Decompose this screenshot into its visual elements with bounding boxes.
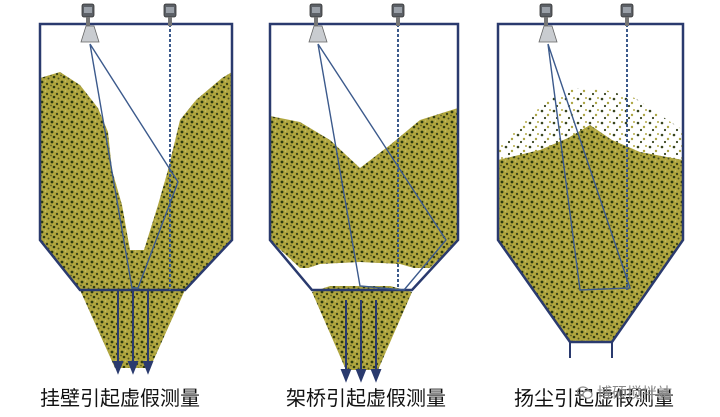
silo-bridging bbox=[268, 3, 460, 383]
guided-radar-sensor-icon bbox=[391, 3, 405, 27]
watermark-text: 博硕搅拌站 bbox=[597, 384, 673, 402]
watermark: 博硕搅拌站 bbox=[577, 382, 672, 403]
caption-bridging: 架桥引起虚假测量 bbox=[286, 386, 446, 410]
material-fill bbox=[498, 125, 683, 342]
radar-level-sensor-icon bbox=[81, 3, 95, 27]
silo-outline bbox=[38, 22, 234, 292]
wechat-icon bbox=[577, 386, 593, 399]
material-fill bbox=[40, 72, 232, 368]
radar-beam bbox=[547, 43, 631, 291]
horn-antenna-icon bbox=[538, 25, 558, 43]
outlet-pipes bbox=[340, 300, 382, 383]
outlet-pipes bbox=[112, 290, 154, 375]
guided-radar-sensor-icon bbox=[163, 3, 177, 27]
radar-beam bbox=[89, 43, 179, 289]
horn-antenna-icon bbox=[80, 25, 100, 43]
caption-dust: 扬尘引起虚假测量 bbox=[514, 386, 674, 410]
silo-outline bbox=[268, 22, 460, 292]
bridge-cavity bbox=[296, 262, 428, 287]
outlet-legs bbox=[569, 342, 613, 358]
horn-antenna-icon bbox=[308, 25, 328, 43]
radar-beam bbox=[317, 43, 447, 291]
caption-wall-hanging: 挂壁引起虚假测量 bbox=[40, 386, 200, 410]
silo-wall-hanging bbox=[38, 3, 234, 375]
radar-level-sensor-icon bbox=[309, 3, 323, 27]
material-fill-upper bbox=[270, 108, 458, 268]
guided-radar-sensor-icon bbox=[620, 3, 634, 27]
dust-cloud bbox=[498, 88, 683, 162]
radar-level-sensor-icon bbox=[539, 3, 553, 27]
silo-dust bbox=[496, 3, 685, 358]
